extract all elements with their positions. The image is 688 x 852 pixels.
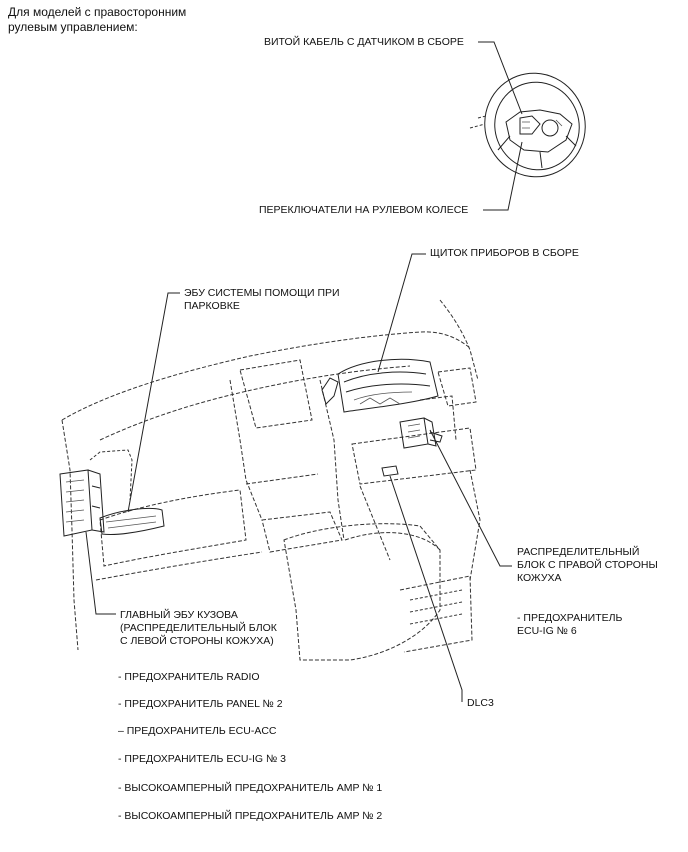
heading-line-2: рулевым управлением: <box>8 20 138 34</box>
steering-wheel-drawing <box>469 72 586 178</box>
right-jb-fuse-line-1: - ПРЕДОХРАНИТЕЛЬ <box>517 612 623 624</box>
main-body-ecu-drawing <box>59 469 105 537</box>
main-body-ecu-line-1: ГЛАВНЫЙ ЭБУ КУЗОВА <box>120 609 238 621</box>
diagram-heading: Для моделей с правосторонним рулевым упр… <box>8 5 186 35</box>
meter-leader <box>377 253 426 373</box>
heading-line-1: Для моделей с правосторонним <box>8 5 187 19</box>
fuse-list-item: - ПРЕДОХРАНИТЕЛЬ RADIO <box>118 671 260 683</box>
right-jb-label-line-2: БЛОК С ПРАВОЙ СТОРОНЫ <box>517 559 658 571</box>
main-body-ecu-line-2: (РАСПРЕДЕЛИТЕЛЬНЫЙ БЛОК <box>120 622 277 634</box>
parking-ecu-label: ЭБУ СИСТЕМЫ ПОМОЩИ ПРИ ПАРКОВКЕ <box>184 287 340 313</box>
steering-switches-label: ПЕРЕКЛЮЧАТЕЛИ НА РУЛЕВОМ КОЛЕСЕ <box>259 204 469 216</box>
spiral-cable-label: ВИТОЙ КАБЕЛЬ С ДАТЧИКОМ В СБОРЕ <box>264 36 464 48</box>
dlc3-connector-drawing <box>381 465 399 477</box>
fuse-list-item: – ПРЕДОХРАНИТЕЛЬ ECU-ACC <box>118 725 277 737</box>
meter-drawing <box>321 358 439 413</box>
right-jb-label-line-1: РАСПРЕДЕЛИТЕЛЬНЫЙ <box>517 546 640 558</box>
main-body-ecu-line-3: С ЛЕВОЙ СТОРОНЫ КОЖУХА) <box>120 635 274 647</box>
fuse-list-item: - ВЫСОКОАМПЕРНЫЙ ПРЕДОХРАНИТЕЛЬ AMP № 2 <box>118 810 383 822</box>
parking-ecu-drawing <box>99 507 165 535</box>
parking-ecu-label-line-2: ПАРКОВКЕ <box>184 300 240 312</box>
fuse-list-item: - ПРЕДОХРАНИТЕЛЬ PANEL № 2 <box>118 698 283 710</box>
fuse-list-item: - ПРЕДОХРАНИТЕЛЬ ECU-IG № 3 <box>118 753 287 765</box>
spiral-cable-leader <box>478 41 523 115</box>
meter-assembly-label: ЩИТОК ПРИБОРОВ В СБОРЕ <box>430 247 579 259</box>
right-jb-label-line-3: КОЖУХА <box>517 572 562 584</box>
dashboard-drawing <box>61 299 481 661</box>
parking-ecu-leader <box>127 292 180 513</box>
fuse-list-item: - ВЫСОКОАМПЕРНЫЙ ПРЕДОХРАНИТЕЛЬ AMP № 1 <box>118 782 383 794</box>
right-junction-block-drawing <box>399 417 443 449</box>
steering-switches-leader <box>483 141 523 211</box>
main-body-ecu-label: ГЛАВНЫЙ ЭБУ КУЗОВА (РАСПРЕДЕЛИТЕЛЬНЫЙ БЛ… <box>120 609 277 648</box>
parking-ecu-label-line-1: ЭБУ СИСТЕМЫ ПОМОЩИ ПРИ <box>184 287 340 299</box>
right-junction-block-leader <box>429 429 512 567</box>
right-jb-fuse-line-2: ECU-IG № 6 <box>517 625 577 637</box>
main-body-ecu-leader <box>85 531 116 615</box>
right-jb-fuse-label: - ПРЕДОХРАНИТЕЛЬ ECU-IG № 6 <box>517 612 622 638</box>
right-junction-block-label: РАСПРЕДЕЛИТЕЛЬНЫЙ БЛОК С ПРАВОЙ СТОРОНЫ … <box>517 546 658 585</box>
dlc3-leader <box>389 475 463 702</box>
dlc3-label: DLC3 <box>467 697 494 709</box>
